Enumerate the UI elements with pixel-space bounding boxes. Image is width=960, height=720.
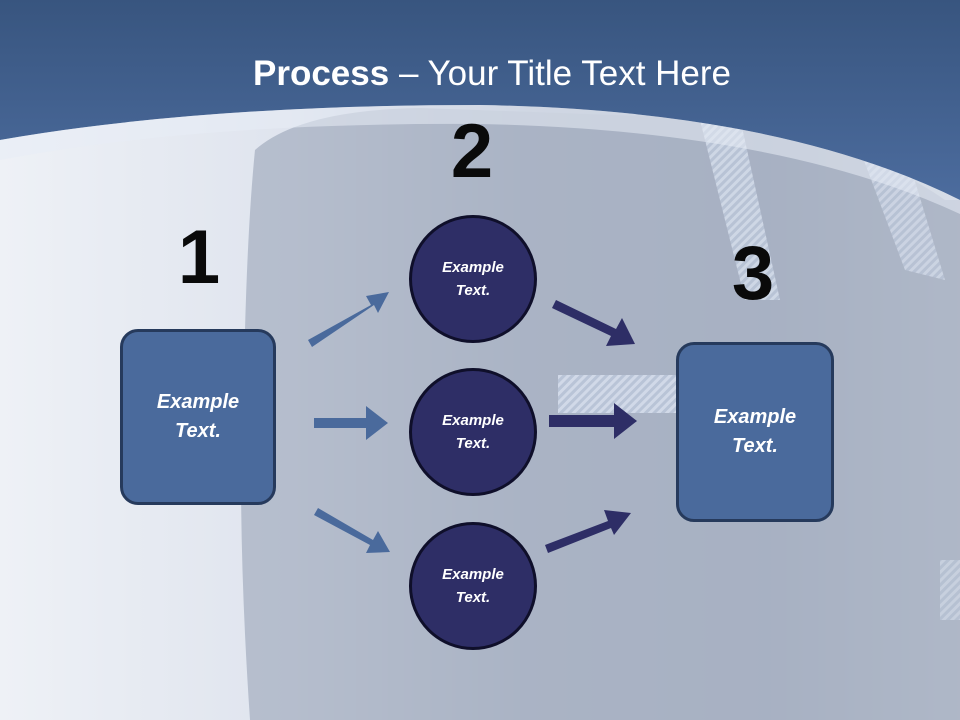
step-2-label-middle: Example Text.: [442, 412, 504, 452]
header-band: [0, 0, 960, 200]
background-photo-jacket: [241, 108, 960, 720]
step-2-number: 2: [450, 109, 494, 194]
step-3-label: Example Text.: [713, 406, 797, 457]
step-1-label: Example Text.: [156, 391, 240, 442]
step-3-box: Example Text.: [676, 342, 834, 522]
step-1-number: 1: [177, 215, 221, 300]
title-rest: – Your Title Text Here: [389, 54, 731, 93]
title-bold: Process: [253, 54, 390, 93]
slide-title: Process – Your Title Text Here: [0, 50, 960, 98]
step-2-circle-middle: Example Text.: [409, 368, 537, 496]
step-2-circle-bottom: Example Text.: [409, 522, 537, 650]
background-photo-shirt-stripes: [700, 118, 780, 300]
step-2-label-top: Example Text.: [442, 259, 504, 299]
step-2-label-bottom: Example Text.: [442, 566, 504, 606]
step-3-number: 3: [731, 231, 775, 316]
step-1-box: Example Text.: [120, 329, 276, 505]
step-2-circle-top: Example Text.: [409, 215, 537, 343]
header-highlight-curve: [0, 105, 960, 214]
